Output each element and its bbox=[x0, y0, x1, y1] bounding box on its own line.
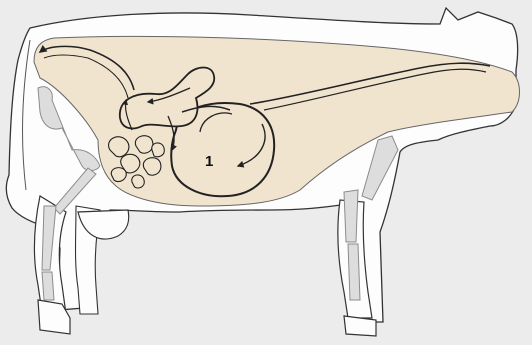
hind-hoof bbox=[344, 316, 376, 336]
front-upper-leg-bone bbox=[344, 190, 358, 242]
intestine-coil bbox=[152, 143, 165, 157]
callout-label-1: 1 bbox=[205, 153, 213, 170]
intestine-coil bbox=[111, 168, 126, 182]
intestine-coil bbox=[132, 175, 144, 188]
front-lower-leg-bone bbox=[348, 244, 360, 300]
hind-lower-leg-bone bbox=[42, 272, 54, 300]
